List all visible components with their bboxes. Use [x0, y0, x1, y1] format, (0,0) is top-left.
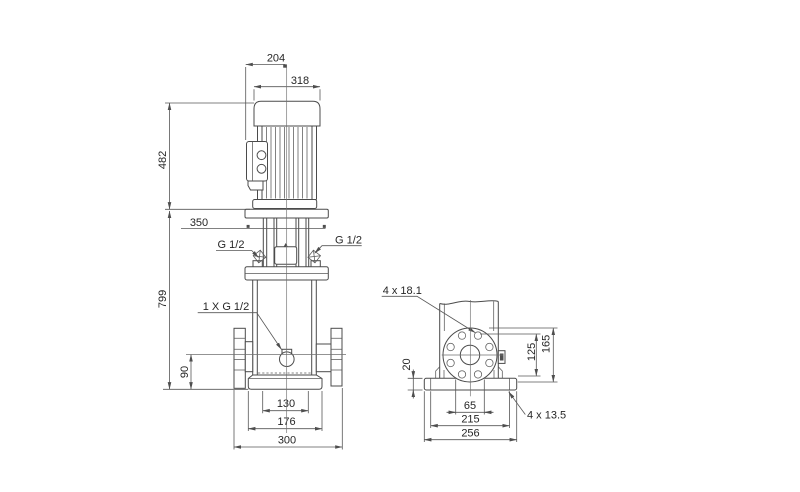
terminal-box-body	[246, 141, 268, 182]
flange-holes-label: 4 x 18.1	[383, 285, 422, 297]
dim-215: 215	[430, 391, 510, 428]
dim-318-label: 318	[291, 75, 309, 87]
base-plate-caps	[430, 378, 510, 390]
column-feet	[435, 366, 503, 379]
dim-165: 165	[489, 327, 558, 383]
callout-base-holes: 4 x 13.5	[508, 391, 566, 422]
dim-90-label: 90	[179, 366, 191, 378]
dim-350: 350	[181, 217, 326, 229]
dim-256: 256	[423, 391, 518, 442]
callout-vent-right: G 1/2	[314, 235, 362, 254]
coupling	[274, 243, 298, 265]
dim-215-label: 215	[461, 414, 479, 426]
suction-neck	[244, 341, 254, 373]
dim-20: 20	[401, 358, 423, 399]
coupling-guard-legs	[262, 218, 310, 267]
base-outline	[247, 374, 323, 390]
discharge-flange-bolt-lines	[331, 337, 342, 371]
coupling-block	[274, 246, 298, 265]
discharge-neck	[315, 343, 332, 373]
callout-vent-left: G 1/2	[216, 239, 259, 258]
dim-130: 130	[262, 391, 309, 414]
suction-flange-bolt-lines	[234, 337, 246, 371]
cable-gland-hole-lower	[256, 163, 267, 174]
column-break-line	[439, 300, 499, 305]
discharge-flange	[330, 327, 343, 387]
cable-entry-block	[247, 180, 264, 191]
drain-label: 1 X G 1/2	[203, 301, 249, 313]
dim-482-label: 482	[157, 151, 169, 169]
dim-65: 65	[446, 379, 494, 415]
pump-base	[247, 374, 323, 390]
dim-300-label: 300	[278, 435, 296, 447]
dim-204-label: 204	[267, 53, 285, 65]
side-dimensions: 4 x 18.1 20 125 165	[381, 285, 566, 442]
cable-gland-hole-upper	[256, 150, 267, 161]
pump-sleeve	[252, 280, 317, 376]
vent-right-label: G 1/2	[335, 235, 362, 247]
terminal-box	[246, 141, 268, 191]
vent-left-label: G 1/2	[218, 239, 245, 251]
callout-drain: 1 X G 1/2	[197, 301, 282, 350]
dim-20-label: 20	[401, 358, 413, 370]
ports	[233, 327, 343, 389]
dim-256-label: 256	[461, 428, 479, 440]
dim-125: 125	[480, 333, 541, 377]
dim-165-label: 165	[541, 335, 553, 353]
side-plug	[499, 353, 504, 361]
dim-125-label: 125	[526, 343, 538, 361]
dim-300: 300	[233, 388, 343, 450]
dim-204: 204	[245, 53, 287, 140]
callout-flange-holes: 4 x 18.1	[381, 285, 476, 333]
dim-482: 482	[157, 102, 254, 210]
sleeve-walls	[252, 280, 317, 376]
front-view: 204 318 482 799 350	[157, 53, 362, 450]
dim-799-label: 799	[157, 290, 169, 308]
front-dimensions: 204 318 482 799 350	[157, 53, 362, 450]
suction-flange	[233, 327, 246, 389]
motor-flange-plate	[252, 199, 318, 209]
dim-350-label: 350	[190, 217, 208, 229]
base-holes-label: 4 x 13.5	[527, 410, 566, 422]
coupling-mark	[283, 243, 288, 247]
dim-65-label: 65	[464, 400, 476, 412]
dim-130-label: 130	[277, 398, 295, 410]
dim-799: 799	[157, 210, 249, 390]
flange-bolt-holes	[446, 331, 494, 379]
dim-90: 90	[179, 354, 193, 390]
side-view: 4 x 18.1 20 125 165	[381, 285, 566, 442]
